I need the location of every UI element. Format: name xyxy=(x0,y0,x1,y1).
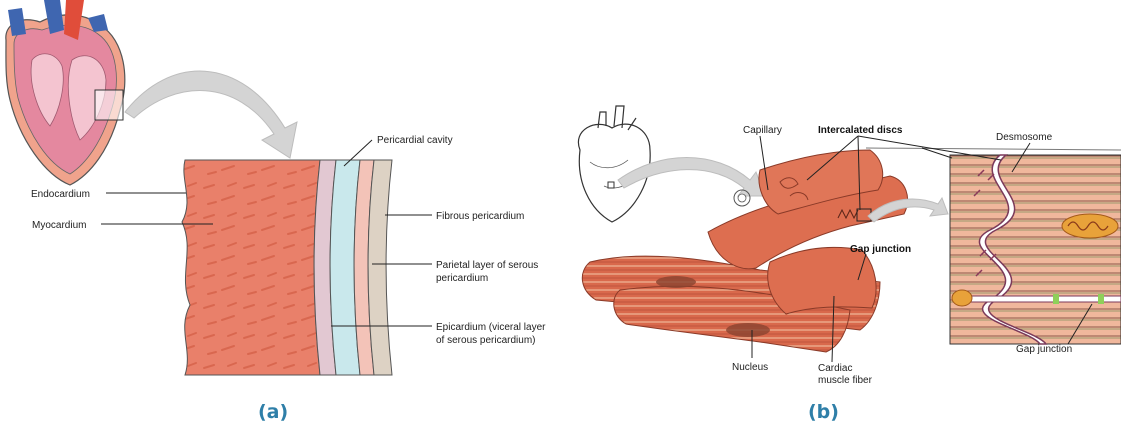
zoom-arrow-a xyxy=(125,71,297,158)
nucleus-shape-1 xyxy=(656,276,696,288)
label-parietal-line2: pericardium xyxy=(436,273,488,284)
label-intercalated-discs: Intercalated discs xyxy=(818,125,903,136)
label-parietal-line1: Parietal layer of serous xyxy=(436,260,538,271)
panel-label-a: (a) xyxy=(258,401,288,423)
heart-wall-section xyxy=(182,160,392,375)
nucleus-shape-2 xyxy=(726,323,770,337)
panel-b: Capillary Intercalated discs Gap junctio… xyxy=(578,106,1121,423)
label-endocardium: Endocardium xyxy=(31,189,90,200)
label-capillary: Capillary xyxy=(743,125,782,136)
fibrous-pericardium-layer xyxy=(368,160,392,375)
heart-outline-illustration xyxy=(578,106,650,222)
label-desmosome: Desmosome xyxy=(996,132,1053,143)
panel-label-b: (b) xyxy=(808,401,839,423)
label-myocardium: Myocardium xyxy=(32,220,86,231)
label-epicardium-line2: of serous pericardium) xyxy=(436,335,535,346)
muscle-fiber-branch xyxy=(768,247,876,314)
zoom-box-a xyxy=(95,90,123,120)
label-epicardium-line1: Epicardium (viceral layer xyxy=(436,322,546,333)
gap-junction-channel xyxy=(960,296,1121,302)
intercalated-disc-zoom xyxy=(950,155,1121,344)
label-gap-junction-zoom: Gap junction xyxy=(1016,344,1072,355)
panel-a: Endocardium Myocardium Pericardial cavit… xyxy=(6,0,546,423)
label-cardiac-fiber-line1: Cardiac xyxy=(818,363,852,374)
label-cardiac-fiber-line2: muscle fiber xyxy=(818,375,873,386)
label-fibrous-pericardium: Fibrous pericardium xyxy=(436,211,524,222)
label-pericardial-cavity: Pericardial cavity xyxy=(377,135,453,146)
myocardium-layer xyxy=(182,160,320,375)
label-gap-junction: Gap junction xyxy=(850,244,911,255)
label-nucleus: Nucleus xyxy=(732,362,768,373)
mitochondrion-shape xyxy=(1062,214,1118,238)
